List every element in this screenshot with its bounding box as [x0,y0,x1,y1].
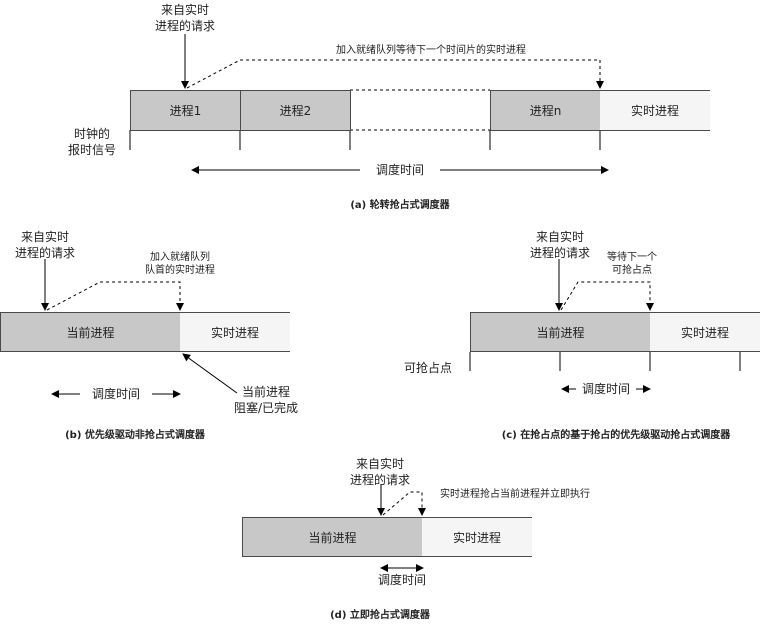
d-note: 实时进程抢占当前进程并立即执行 [440,489,590,500]
c-caption: (c) 在抢占点的基于抢占的优先级驱动抢占式调度器 [501,430,731,441]
b-caption: (b) 优先级驱动非抢占式调度器 [65,430,205,441]
c-dashed-path [560,281,654,311]
b-block-label: 当前进程 阻塞/已完成 [233,385,299,415]
a-block-process1: 进程1 [130,90,241,131]
c-request-label: 来自实时 进程的请求 [529,230,590,260]
c-preempt-label: 可抢占点 [404,361,453,375]
b-request-label: 来自实时 进程的请求 [14,230,75,260]
d-caption: (d) 立即抢占式调度器 [330,610,430,621]
c-block-current: 当前进程 [470,312,651,352]
b-dashed-path [46,281,184,311]
a-note: 加入就绪队列等待下一个时间片的实时进程 [336,45,526,56]
a-request-label: 来自实时 进程的请求 [154,3,215,33]
b-schedule-label: 调度时间 [91,387,140,401]
c-note: 等待下一个 可抢占点 [607,252,657,276]
b-note: 加入就绪队列 队首的实时进程 [145,252,215,276]
b-block-realtime: 实时进程 [180,312,290,352]
b-complete-arrow [182,353,238,394]
b-block-current: 当前进程 [0,312,181,352]
a-dashed-path [186,59,604,89]
d-block-realtime: 实时进程 [422,517,532,557]
d-block-current: 当前进程 [242,517,423,557]
a-block-process2: 进程2 [240,90,351,131]
d-request-label: 来自实时 进程的请求 [349,457,410,487]
a-block-processn: 进程n [490,90,601,131]
a-caption: (a) 轮转抢占式调度器 [350,200,450,211]
d-schedule-label: 调度时间 [377,573,426,587]
c-block-realtime: 实时进程 [650,312,760,352]
a-block-realtime: 实时进程 [600,90,710,131]
c-schedule-label: 调度时间 [581,382,630,396]
a-clock-label: 时钟的 报时信号 [67,127,116,157]
a-schedule-label: 调度时间 [375,163,424,177]
d-dashed-path [382,491,426,516]
